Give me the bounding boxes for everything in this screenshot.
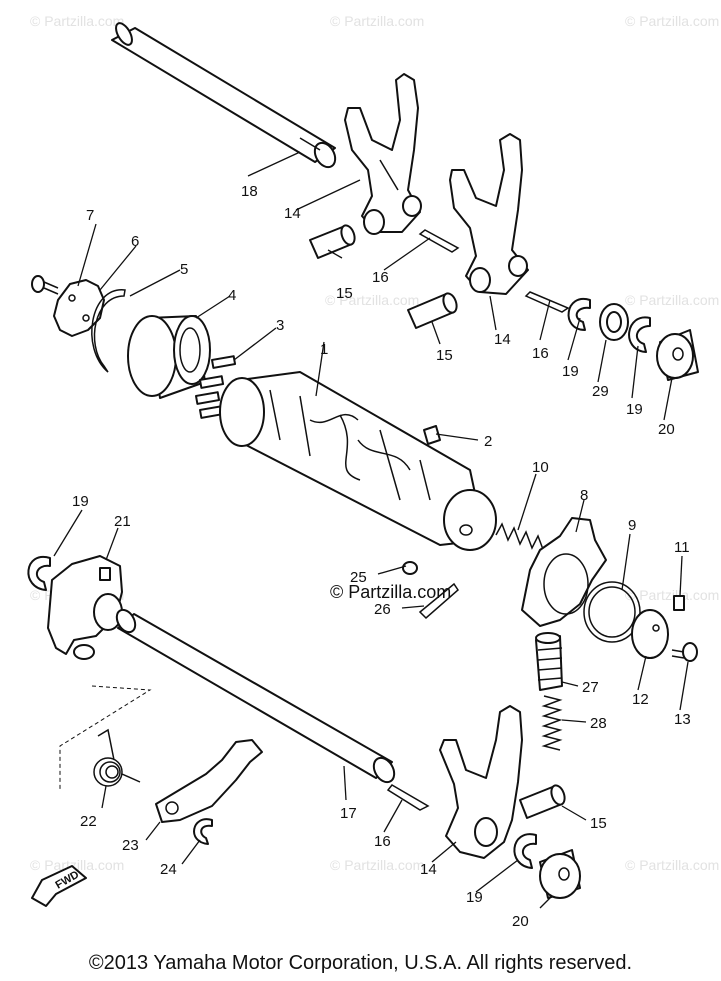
watermark-center: © Partzilla.com [330, 582, 451, 602]
part-14-shift-fork-right [449, 133, 529, 295]
part-3-pins [194, 355, 237, 419]
callout-13: 13 [674, 711, 691, 728]
callout-21: 21 [114, 513, 131, 530]
part-27-detent-pin [535, 632, 563, 691]
callout-27: 27 [582, 679, 599, 696]
part-14-shift-fork-lower [439, 705, 523, 859]
callout-4: 4 [228, 287, 236, 304]
callout-23: 23 [122, 837, 139, 854]
part-14-shift-fork-left [344, 73, 422, 235]
callout-1: 1 [320, 341, 328, 358]
callout-28: 28 [590, 715, 607, 732]
watermark: © Partzilla.com [625, 587, 719, 603]
callout-14: 14 [420, 861, 437, 878]
callout-leaders [53, 151, 689, 909]
part-9-circlip [583, 581, 641, 643]
callout-20: 20 [512, 913, 529, 930]
callout-8: 8 [580, 487, 588, 504]
callout-19: 19 [626, 401, 643, 418]
callout-14: 14 [494, 331, 511, 348]
callout-18: 18 [241, 183, 258, 200]
callout-12: 12 [632, 691, 649, 708]
callout-16: 16 [374, 833, 391, 850]
part-12-plate [631, 609, 669, 659]
part-25-pin [402, 561, 418, 575]
watermark: © Partzilla.com [625, 857, 719, 873]
part-23-stopper-lever [155, 739, 263, 823]
callout-24: 24 [160, 861, 177, 878]
watermark: © Partzilla.com [330, 13, 424, 29]
part-16-cotter-pin [386, 229, 570, 811]
callout-22: 22 [80, 813, 97, 830]
part-5-circlip [91, 289, 126, 373]
watermarks: © Partzilla.com © Partzilla.com © Partzi… [30, 13, 719, 873]
part-7-screw [31, 275, 59, 295]
callout-numbers: 18 14 7 6 5 4 3 1 15 16 15 14 16 19 29 1… [72, 183, 691, 930]
callout-9: 9 [628, 517, 636, 534]
part-17-shift-fork-shaft-lower [115, 608, 396, 784]
callout-19: 19 [72, 493, 89, 510]
callout-26: 26 [374, 601, 391, 618]
callout-11: 11 [674, 539, 690, 556]
assembly-dashed-guide [59, 685, 152, 790]
watermark: © Partzilla.com [325, 292, 419, 308]
callout-14: 14 [284, 205, 301, 222]
part-11-pin [673, 595, 685, 611]
part-29-washer [599, 303, 629, 341]
callout-16: 16 [372, 269, 389, 286]
callout-5: 5 [180, 261, 188, 278]
part-8-star-stopper-plate [521, 517, 607, 627]
callout-17: 17 [340, 805, 357, 822]
callout-20: 20 [658, 421, 675, 438]
part-22-torsion-spring [93, 728, 141, 787]
part-18-shift-fork-shaft-upper [111, 22, 337, 169]
part-20-bearing [539, 329, 699, 899]
part-28-detent-spring [541, 695, 563, 751]
part-13-screw [671, 642, 698, 662]
part-1-shift-cam-drum [219, 371, 497, 551]
part-21-shift-lever-arm [47, 555, 123, 660]
callout-15: 15 [436, 347, 453, 364]
callout-19: 19 [466, 889, 483, 906]
part-19-circlip [27, 297, 651, 869]
part-10-spring [495, 522, 545, 553]
watermark: © Partzilla.com [30, 857, 124, 873]
callout-15: 15 [336, 285, 353, 302]
watermark: © Partzilla.com [625, 292, 719, 308]
watermark: © Partzilla.com [330, 857, 424, 873]
part-6-segment-plate [53, 279, 105, 337]
callout-10: 10 [532, 459, 549, 476]
copyright-notice: ©2013 Yamaha Motor Corporation, U.S.A. A… [88, 952, 633, 974]
part-15-guide-pin-upper [309, 224, 356, 259]
callout-16: 16 [532, 345, 549, 362]
part-4-needle-bearing [127, 315, 211, 399]
part-26-cotter-pin [418, 582, 459, 620]
part-15-guide-pin-middle [407, 292, 458, 329]
watermark: © Partzilla.com [30, 13, 124, 29]
callout-6: 6 [131, 233, 139, 250]
callout-19: 19 [562, 363, 579, 380]
callout-29: 29 [592, 383, 609, 400]
watermark: © Partzilla.com [625, 13, 719, 29]
callout-25: 25 [350, 569, 367, 586]
callout-7: 7 [86, 207, 94, 224]
part-24-circlip [193, 818, 213, 845]
callout-2: 2 [484, 433, 492, 450]
callout-3: 3 [276, 317, 284, 334]
callout-15: 15 [590, 815, 607, 832]
part-15-guide-pin-lower [519, 784, 566, 819]
